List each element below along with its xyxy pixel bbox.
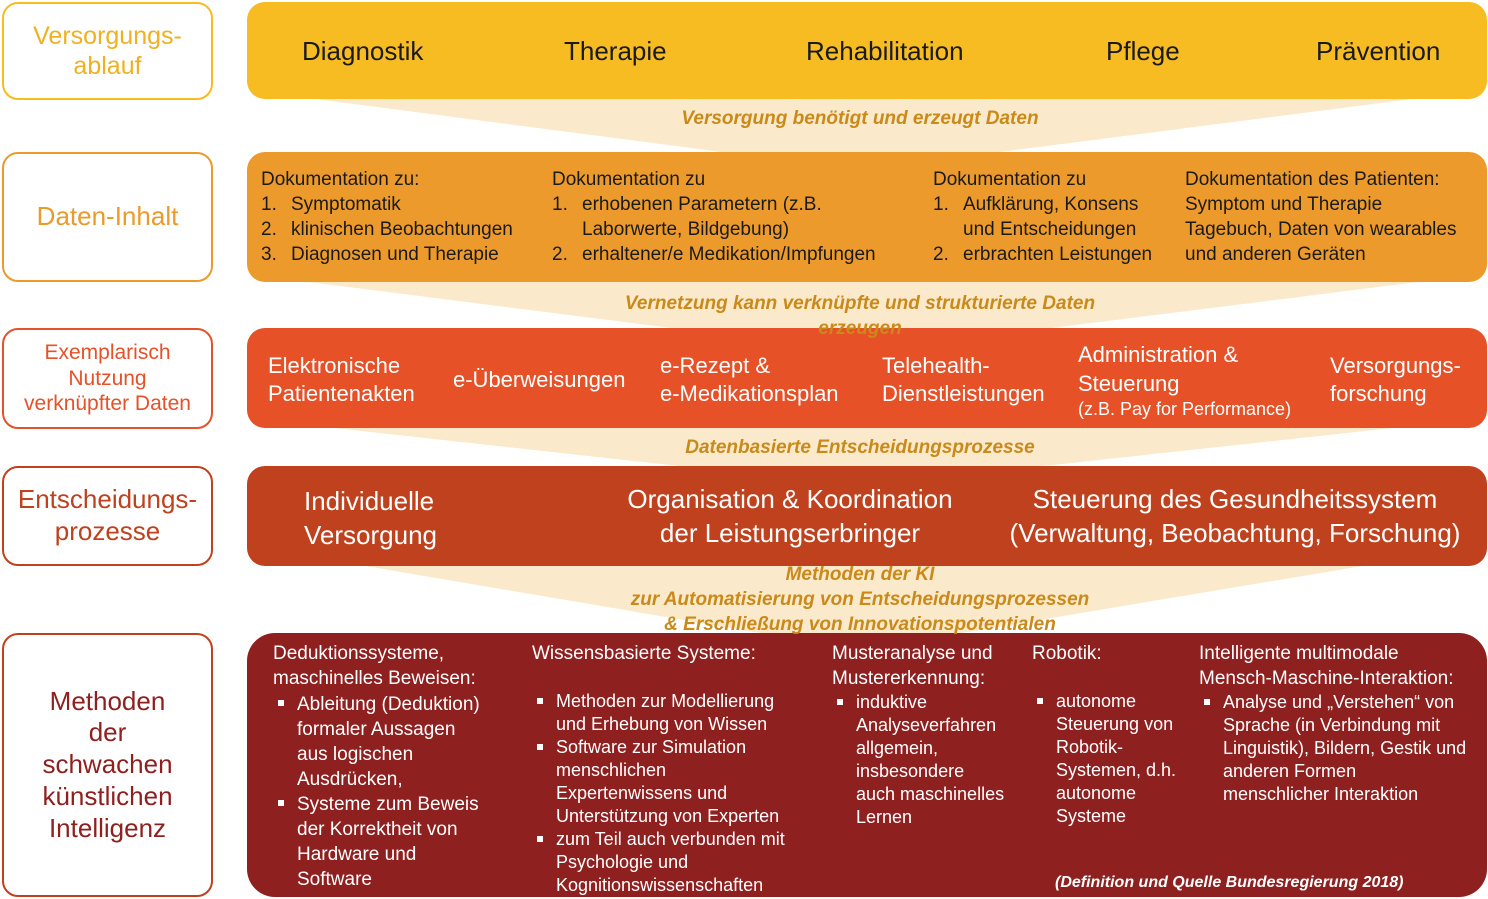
- label-daten-inhalt-text: Daten-Inhalt: [36, 201, 179, 232]
- funnel-2: [262, 276, 1466, 352]
- banner-entscheidungsprozesse: Datenbasierte Entscheidungsprozesse: [685, 437, 1035, 458]
- list-item: Methoden zur Modellierung und Erhebung v…: [532, 690, 822, 736]
- source-note: (Definition und Quelle Bundesregierung 2…: [1055, 874, 1404, 891]
- data-column-2-heading: Dokumentation zu: [552, 169, 706, 190]
- list-text: klinischen Beobachtungen: [291, 219, 513, 240]
- method-musteranalyse-list: induktive Analyseverfahren allgemein, in…: [832, 691, 1027, 829]
- care-rehabilitation: Rehabilitation: [806, 36, 964, 66]
- list-item: 2. klinischen Beobachtungen: [261, 217, 546, 242]
- list-item: 1. Aufklärung, Konsens und Entscheidungen: [933, 192, 1183, 242]
- list-number: 1.: [933, 194, 949, 215]
- list-text: erhobenen Parametern (z.B. Laborwerte, B…: [582, 194, 822, 240]
- care-therapie: Therapie: [564, 36, 667, 66]
- row-data-bg: [247, 152, 1487, 282]
- list-item: 1. erhobenen Parametern (z.B. Laborwerte,…: [552, 192, 927, 242]
- usage-versorgungsforschung: Versorgungs- forschung: [1330, 353, 1461, 406]
- funnel-3: [262, 420, 1466, 486]
- list-item: 3. Diagnosen und Therapie: [261, 242, 546, 267]
- method-interaktion: Intelligente multimodale Mensch-Maschine…: [1199, 641, 1484, 806]
- data-column-4: Dokumentation des Patienten: Symptom und…: [1185, 167, 1485, 267]
- method-wissensbasiert-list: Methoden zur Modellierung und Erhebung v…: [532, 690, 822, 897]
- method-robotik-heading: Robotik:: [1032, 643, 1102, 664]
- data-column-2-list: 1. erhobenen Parametern (z.B. Laborwerte,…: [552, 192, 927, 267]
- row-decisions-bg: [247, 466, 1487, 566]
- usage-ueberweisungen: e-Überweisungen: [453, 367, 626, 392]
- usage-erezept: e-Rezept & e-Medikationsplan: [660, 353, 839, 406]
- care-pflege: Pflege: [1106, 36, 1180, 66]
- list-item: 1. Symptomatik: [261, 192, 546, 217]
- label-versorgungsablauf-text: Versorgungs- ablauf: [33, 21, 182, 81]
- label-nutzung-text: Exemplarisch Nutzung verknüpfter Daten: [24, 341, 191, 416]
- data-column-3: Dokumentation zu 1. Aufklärung, Konsens u…: [933, 167, 1183, 267]
- decision-individuell: Individuelle Versorgung: [304, 486, 437, 550]
- data-column-4-text: Symptom und Therapie Tagebuch, Daten von…: [1185, 194, 1457, 265]
- method-robotik-list: autonome Steuerung von Robotik- Systemen…: [1032, 690, 1197, 828]
- method-interaktion-heading: Intelligente multimodale Mensch-Maschine…: [1199, 643, 1454, 689]
- list-number: 2.: [261, 219, 277, 240]
- list-item: autonome Steuerung von Robotik- Systemen…: [1032, 690, 1197, 828]
- method-musteranalyse: Musteranalyse und Mustererkennung: induk…: [832, 641, 1027, 829]
- data-column-2: Dokumentation zu 1. erhobenen Parametern …: [552, 167, 927, 267]
- banner-methoden-ki: Methoden der KI zur Automatisierung von …: [630, 564, 1090, 635]
- list-item: induktive Analyseverfahren allgemein, in…: [832, 691, 1027, 829]
- list-number: 1.: [552, 194, 568, 215]
- list-item: 2. erbrachten Leistungen: [933, 242, 1183, 267]
- method-deduktion: Deduktionssysteme, maschinelles Beweisen…: [273, 641, 523, 892]
- list-text: Diagnosen und Therapie: [291, 244, 499, 265]
- method-deduktion-heading: Deduktionssysteme, maschinelles Beweisen…: [273, 643, 476, 689]
- care-diagnostik: Diagnostik: [302, 36, 424, 66]
- data-column-1-list: 1. Symptomatik 2. klinischen Beobachtungen…: [261, 192, 546, 267]
- method-wissensbasiert: Wissensbasierte Systeme: Methoden zur Mo…: [532, 641, 822, 897]
- usage-patientenakten: Elektronische Patientenakten: [268, 353, 415, 406]
- list-item: 2. erhaltener/e Medikation/Impfungen: [552, 242, 927, 267]
- list-text: erbrachten Leistungen: [963, 244, 1153, 265]
- list-item: zum Teil auch verbunden mit Psychologie …: [532, 828, 822, 897]
- decision-organisation: Organisation & Koordination der Leistung…: [627, 484, 953, 548]
- care-praevention: Prävention: [1316, 36, 1441, 66]
- row-usage-bg: [247, 328, 1487, 428]
- label-versorgungsablauf: Versorgungs- ablauf: [2, 2, 213, 100]
- data-column-3-heading: Dokumentation zu: [933, 169, 1087, 190]
- list-item: Analyse und „Verstehen“ von Sprache (in …: [1199, 691, 1484, 806]
- method-interaktion-list: Analyse und „Verstehen“ von Sprache (in …: [1199, 691, 1484, 806]
- funnel-4: [260, 548, 1470, 650]
- list-item: Ableitung (Deduktion) formaler Aussagen …: [273, 692, 523, 792]
- method-deduktion-list: Ableitung (Deduktion) formaler Aussagen …: [273, 692, 523, 892]
- method-wissensbasiert-heading: Wissensbasierte Systeme:: [532, 643, 756, 664]
- decision-steuerung: Steuerung des Gesundheitssystem (Verwalt…: [1009, 484, 1461, 548]
- usage-administration: Administration & Steuerung: [1078, 342, 1239, 396]
- list-text: erhaltener/e Medikation/Impfungen: [582, 244, 876, 265]
- list-number: 2.: [552, 244, 568, 265]
- usage-telehealth: Telehealth- Dienstleistungen: [882, 353, 1045, 406]
- method-musteranalyse-heading: Musteranalyse und Mustererkennung:: [832, 643, 993, 689]
- list-number: 3.: [261, 244, 277, 265]
- banner-vernetzung: Vernetzung kann verknüpfte und strukturi…: [624, 293, 1096, 339]
- data-column-4-heading: Dokumentation des Patienten:: [1185, 169, 1440, 190]
- list-item: Software zur Simulation menschlichen Exp…: [532, 736, 822, 828]
- label-entscheidungsprozesse: Entscheidungs- prozesse: [2, 466, 213, 566]
- label-nutzung: Exemplarisch Nutzung verknüpfter Daten: [2, 328, 213, 429]
- data-column-1: Dokumentation zu: 1. Symptomatik 2. klinis…: [261, 167, 546, 267]
- method-robotik: Robotik: autonome Steuerung von Robotik-…: [1032, 641, 1197, 828]
- row-methods-bg: [247, 633, 1487, 897]
- data-column-1-heading: Dokumentation zu:: [261, 169, 420, 190]
- list-text: Aufklärung, Konsens und Entscheidungen: [963, 194, 1139, 240]
- banner-versorgung: Versorgung benötigt und erzeugt Daten: [681, 108, 1039, 129]
- label-entscheidungsprozesse-text: Entscheidungs- prozesse: [17, 484, 198, 546]
- usage-administration-sub: (z.B. Pay for Performance): [1078, 399, 1292, 419]
- list-text: Symptomatik: [291, 194, 401, 215]
- label-daten-inhalt: Daten-Inhalt: [2, 152, 213, 282]
- row-care-bg: [247, 2, 1487, 99]
- label-methoden: Methoden der schwachen künstlichen Intel…: [2, 633, 213, 897]
- list-item: Systeme zum Beweis der Korrektheit von H…: [273, 792, 523, 892]
- list-number: 1.: [261, 194, 277, 215]
- data-column-3-list: 1. Aufklärung, Konsens und Entscheidungen…: [933, 192, 1183, 267]
- label-methoden-text: Methoden der schwachen künstlichen Intel…: [42, 685, 173, 843]
- funnel-1: [262, 92, 1466, 170]
- list-number: 2.: [933, 244, 949, 265]
